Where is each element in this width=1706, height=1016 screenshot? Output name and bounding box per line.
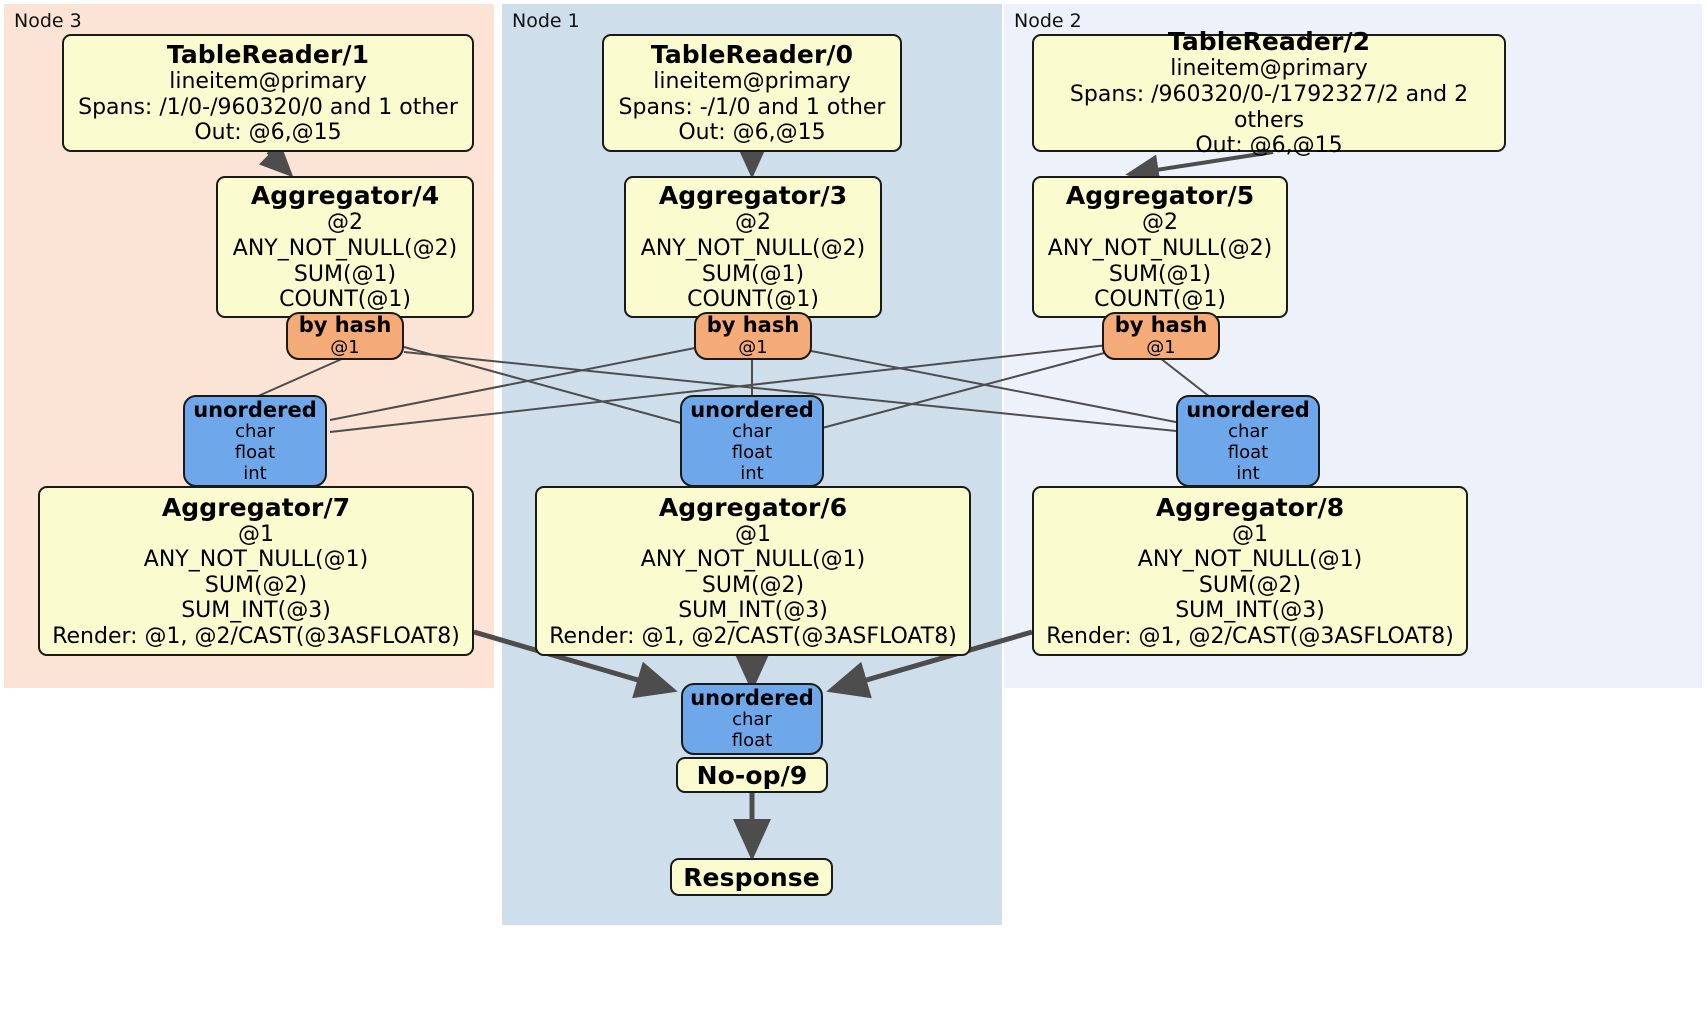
table-reader-1-out: Out: @6,@15 bbox=[194, 120, 342, 146]
panel-node-2-label: Node 2 bbox=[1014, 10, 1082, 32]
aggregator-4-title: Aggregator/4 bbox=[250, 181, 440, 211]
unordered-receiver-3-type-1: char bbox=[235, 420, 275, 442]
aggregator-8-render: Render: @1, @2/CAST(@3ASFLOAT8) bbox=[1046, 623, 1454, 649]
hash-router-aggregator-5[interactable]: by hash @1 bbox=[1102, 312, 1220, 360]
hash-router-4-title: by hash bbox=[298, 313, 392, 338]
aggregator-4-agg-3: COUNT(@1) bbox=[279, 287, 411, 313]
hash-router-5-key: @1 bbox=[1146, 336, 1176, 358]
final-receiver-title: unordered bbox=[690, 685, 814, 710]
unordered-receiver-1-type-3: int bbox=[740, 462, 764, 484]
response[interactable]: Response bbox=[670, 858, 833, 896]
table-reader-0-title: TableReader/0 bbox=[650, 40, 854, 70]
table-reader-2-out: Out: @6,@15 bbox=[1195, 133, 1343, 159]
final-receiver-type-2: float bbox=[731, 730, 773, 752]
aggregator-5-agg-2: SUM(@1) bbox=[1108, 261, 1212, 287]
unordered-receiver-node-3[interactable]: unordered char float int bbox=[183, 395, 327, 487]
aggregator-6-agg-3: SUM_INT(@3) bbox=[678, 598, 828, 624]
aggregator-7-group: @1 bbox=[238, 521, 274, 547]
unordered-receiver-2-type-3: int bbox=[1236, 462, 1260, 484]
no-op-9-title: No-op/9 bbox=[696, 760, 808, 790]
aggregator-5-group: @2 bbox=[1142, 210, 1178, 236]
aggregator-6-agg-2: SUM(@2) bbox=[701, 572, 805, 598]
table-reader-2-table: lineitem@primary bbox=[1170, 56, 1368, 82]
aggregator-7-agg-2: SUM(@2) bbox=[204, 572, 308, 598]
aggregator-3-title: Aggregator/3 bbox=[658, 181, 848, 211]
aggregator-4[interactable]: Aggregator/4 @2 ANY_NOT_NULL(@2) SUM(@1)… bbox=[216, 176, 474, 318]
aggregator-3-agg-3: COUNT(@1) bbox=[687, 287, 819, 313]
response-title: Response bbox=[683, 862, 820, 892]
aggregator-4-agg-1: ANY_NOT_NULL(@2) bbox=[232, 235, 458, 261]
hash-router-aggregator-4[interactable]: by hash @1 bbox=[286, 312, 404, 360]
aggregator-5-agg-1: ANY_NOT_NULL(@2) bbox=[1047, 235, 1273, 261]
table-reader-0[interactable]: TableReader/0 lineitem@primary Spans: -/… bbox=[602, 34, 902, 152]
hash-router-3-title: by hash bbox=[706, 313, 800, 338]
unordered-receiver-2-type-2: float bbox=[1227, 441, 1269, 463]
aggregator-6-agg-1: ANY_NOT_NULL(@1) bbox=[640, 547, 866, 573]
aggregator-6[interactable]: Aggregator/6 @1 ANY_NOT_NULL(@1) SUM(@2)… bbox=[535, 486, 971, 656]
aggregator-3-agg-2: SUM(@1) bbox=[701, 261, 805, 287]
hash-router-5-title: by hash bbox=[1114, 313, 1208, 338]
aggregator-7-agg-1: ANY_NOT_NULL(@1) bbox=[143, 547, 369, 573]
aggregator-4-agg-2: SUM(@1) bbox=[293, 261, 397, 287]
table-reader-0-spans: Spans: -/1/0 and 1 other bbox=[618, 94, 886, 120]
aggregator-3[interactable]: Aggregator/3 @2 ANY_NOT_NULL(@2) SUM(@1)… bbox=[624, 176, 882, 318]
table-reader-0-table: lineitem@primary bbox=[653, 69, 851, 95]
hash-router-4-key: @1 bbox=[330, 336, 360, 358]
table-reader-0-out: Out: @6,@15 bbox=[678, 120, 826, 146]
aggregator-6-group: @1 bbox=[735, 521, 771, 547]
table-reader-2-spans: Spans: /960320/0-/1792327/2 and 2 others bbox=[1069, 81, 1469, 133]
final-receiver-type-1: char bbox=[732, 709, 772, 731]
aggregator-8-agg-2: SUM(@2) bbox=[1198, 572, 1302, 598]
aggregator-4-group: @2 bbox=[327, 210, 363, 236]
table-reader-1-table: lineitem@primary bbox=[169, 69, 367, 95]
unordered-receiver-3-type-3: int bbox=[243, 462, 267, 484]
unordered-receiver-3-type-2: float bbox=[234, 441, 276, 463]
hash-router-3-key: @1 bbox=[738, 336, 768, 358]
unordered-receiver-node-1[interactable]: unordered char float int bbox=[680, 395, 824, 487]
hash-router-aggregator-3[interactable]: by hash @1 bbox=[694, 312, 812, 360]
table-reader-2[interactable]: TableReader/2 lineitem@primary Spans: /9… bbox=[1032, 27, 1506, 158]
table-reader-1[interactable]: TableReader/1 lineitem@primary Spans: /1… bbox=[62, 34, 474, 152]
aggregator-7[interactable]: Aggregator/7 @1 ANY_NOT_NULL(@1) SUM(@2)… bbox=[38, 486, 474, 656]
unordered-receiver-1-type-1: char bbox=[732, 420, 772, 442]
aggregator-6-render: Render: @1, @2/CAST(@3ASFLOAT8) bbox=[549, 623, 957, 649]
aggregator-8-agg-1: ANY_NOT_NULL(@1) bbox=[1137, 547, 1363, 573]
aggregator-7-agg-3: SUM_INT(@3) bbox=[181, 598, 331, 624]
aggregator-5-agg-3: COUNT(@1) bbox=[1094, 287, 1226, 313]
unordered-receiver-node-2[interactable]: unordered char float int bbox=[1176, 395, 1320, 487]
panel-node-1-label: Node 1 bbox=[512, 10, 580, 32]
unordered-receiver-1-type-2: float bbox=[731, 441, 773, 463]
table-reader-1-spans: Spans: /1/0-/960320/0 and 1 other bbox=[78, 94, 458, 120]
table-reader-1-title: TableReader/1 bbox=[166, 40, 370, 70]
final-unordered-receiver[interactable]: unordered char float bbox=[681, 683, 823, 755]
aggregator-7-title: Aggregator/7 bbox=[161, 492, 351, 522]
aggregator-5-title: Aggregator/5 bbox=[1065, 181, 1255, 211]
no-op-9[interactable]: No-op/9 bbox=[676, 757, 828, 793]
aggregator-5[interactable]: Aggregator/5 @2 ANY_NOT_NULL(@2) SUM(@1)… bbox=[1032, 176, 1288, 318]
aggregator-3-agg-1: ANY_NOT_NULL(@2) bbox=[640, 235, 866, 261]
unordered-receiver-2-type-1: char bbox=[1228, 420, 1268, 442]
unordered-receiver-1-title: unordered bbox=[690, 397, 814, 422]
aggregator-8-title: Aggregator/8 bbox=[1155, 492, 1345, 522]
aggregator-7-render: Render: @1, @2/CAST(@3ASFLOAT8) bbox=[52, 623, 460, 649]
aggregator-8-group: @1 bbox=[1232, 521, 1268, 547]
unordered-receiver-2-title: unordered bbox=[1186, 397, 1310, 422]
aggregator-3-group: @2 bbox=[735, 210, 771, 236]
aggregator-8[interactable]: Aggregator/8 @1 ANY_NOT_NULL(@1) SUM(@2)… bbox=[1032, 486, 1468, 656]
table-reader-2-title: TableReader/2 bbox=[1167, 27, 1371, 57]
panel-node-3-label: Node 3 bbox=[14, 10, 82, 32]
unordered-receiver-3-title: unordered bbox=[193, 397, 317, 422]
aggregator-6-title: Aggregator/6 bbox=[658, 492, 848, 522]
aggregator-8-agg-3: SUM_INT(@3) bbox=[1175, 598, 1325, 624]
